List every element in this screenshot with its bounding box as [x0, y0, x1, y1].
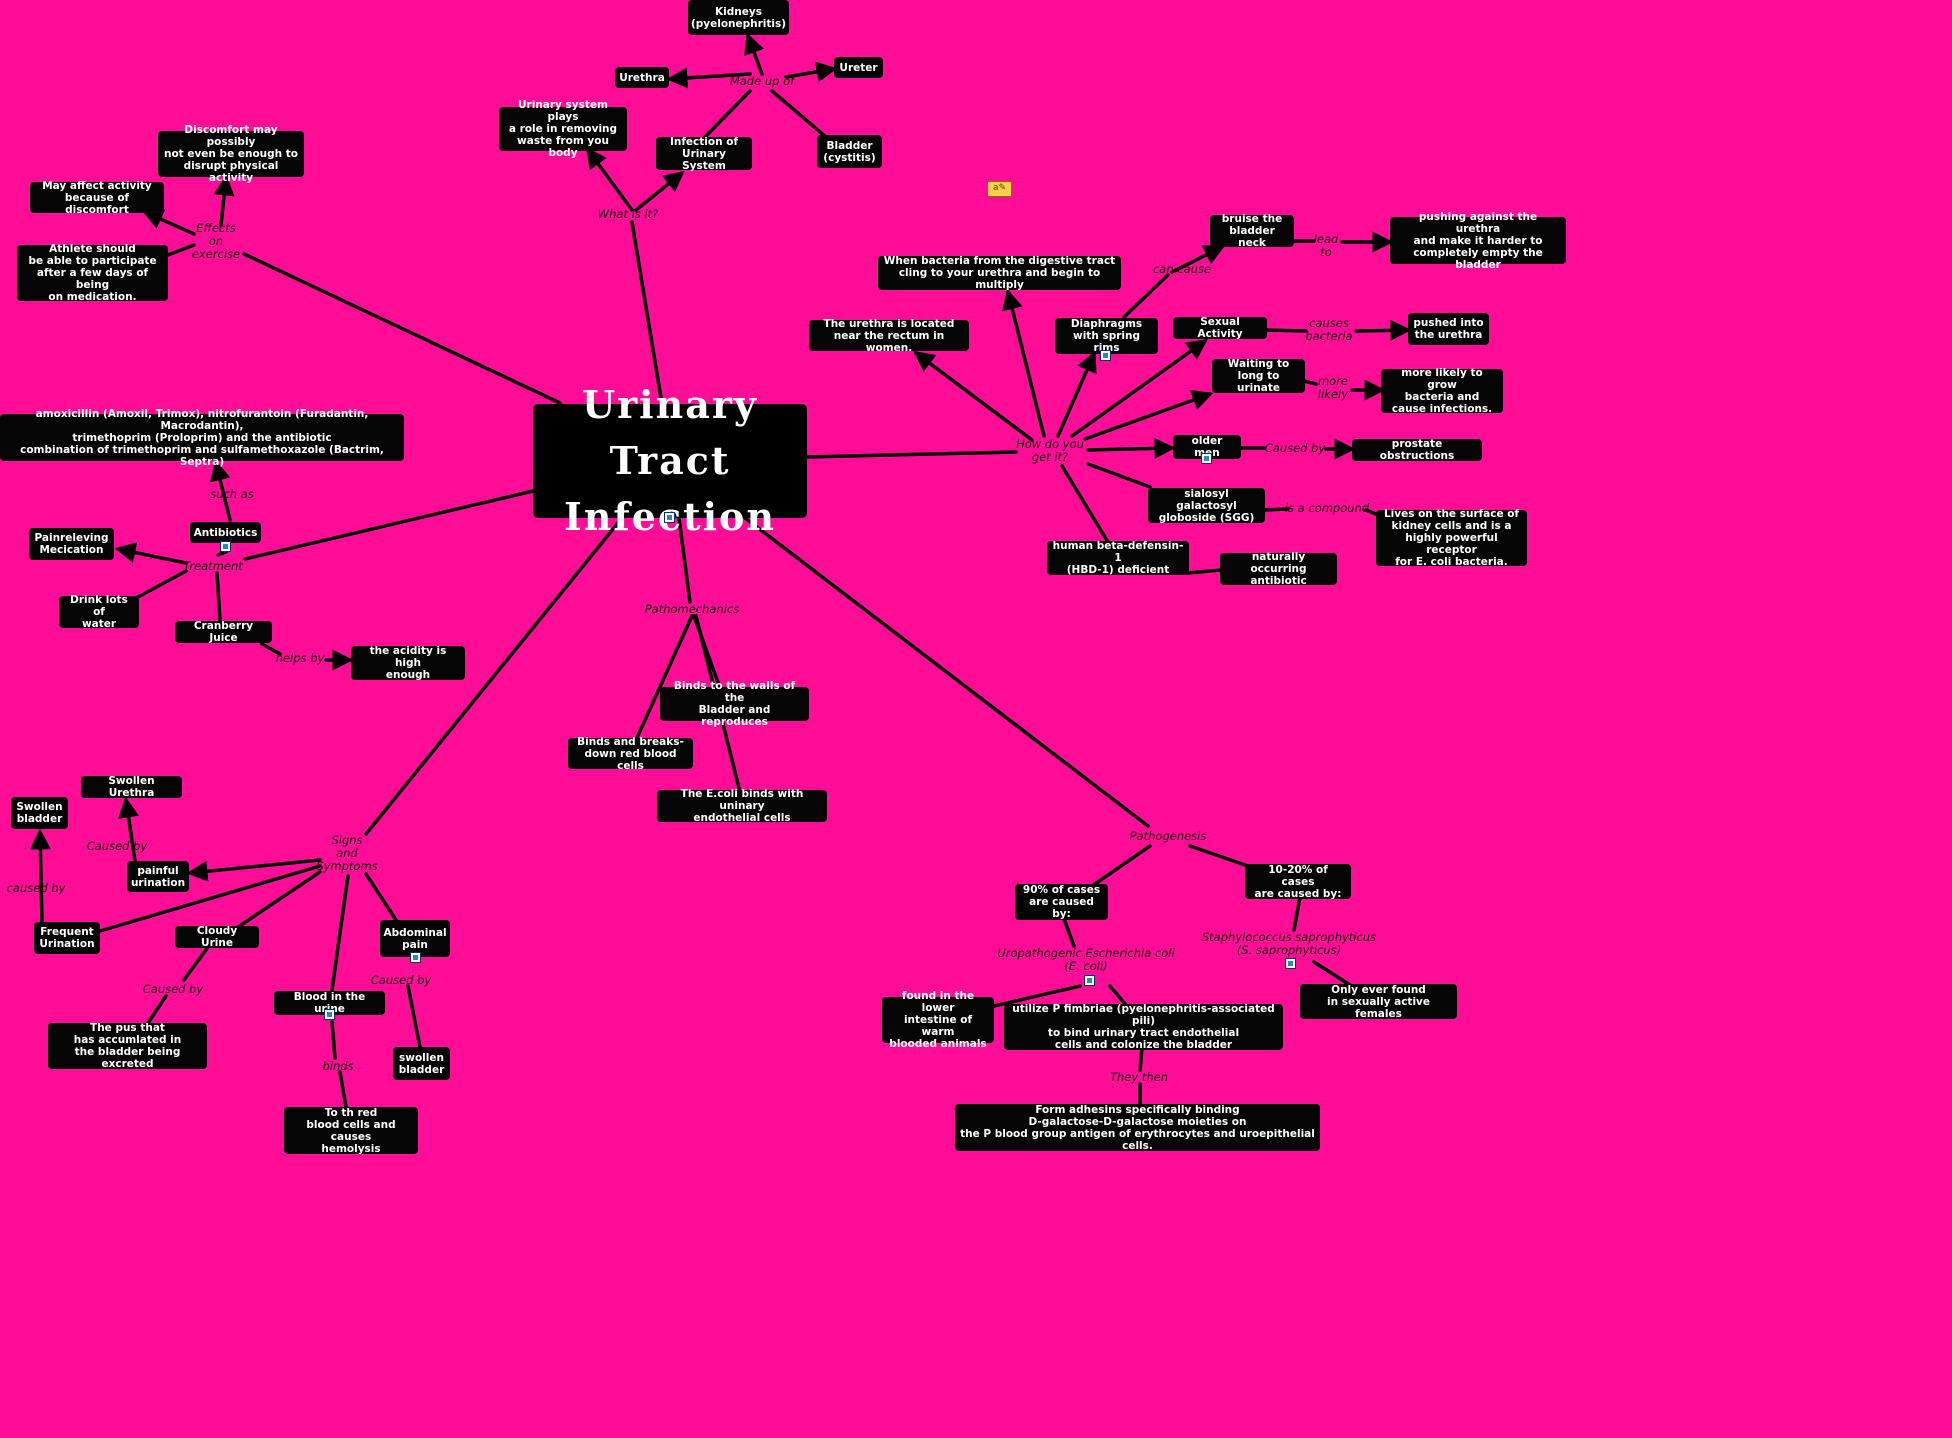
- node-abdominal-pain[interactable]: Abdominal pain: [380, 920, 450, 957]
- link-label-staphylococcus: Staphylococcus saprophyticus (S. saproph…: [1201, 930, 1377, 957]
- link-label-treatment: Treatment: [183, 558, 243, 573]
- link-label-pathomechanics: Pathomechanics: [644, 601, 740, 616]
- node-frequent-urination[interactable]: Frequent Urination: [34, 922, 100, 954]
- node-sgg[interactable]: sialosyl galactosyl globoside (SGG): [1148, 488, 1265, 524]
- link-label-caused-by-prostate: Caused by: [1264, 440, 1326, 455]
- link-label-caused-by-swollen-bladder-2: Caused by: [370, 972, 432, 987]
- link-label-binds: binds: [322, 1058, 354, 1073]
- link-label-more-likely: more likely: [1317, 373, 1349, 401]
- image-attachment-icon[interactable]: [1201, 453, 1212, 464]
- link-label-caused-by-pus: Caused by: [142, 981, 204, 996]
- node-10-20-percent-cases[interactable]: 10-20% of cases are caused by:: [1245, 864, 1351, 900]
- node-sexual-activity[interactable]: Sexual Activity: [1173, 316, 1267, 340]
- connector-lines: [29, 32, 1412, 1109]
- node-swollen-urethra[interactable]: Swollen Urethra: [81, 775, 182, 799]
- node-binds-bladder-walls[interactable]: Binds to the walls of the Bladder and re…: [660, 680, 809, 728]
- node-p-fimbriae[interactable]: utilize P fimbriae (pyelonephritis-assoc…: [1004, 1003, 1283, 1051]
- node-prostate-obstructions[interactable]: prostate obstructions: [1352, 438, 1482, 462]
- node-more-likely-grow-bacteria[interactable]: more likely to grow bacteria and cause i…: [1381, 367, 1503, 415]
- node-kidney-receptor[interactable]: Lives on the surface of kidney cells and…: [1376, 508, 1527, 568]
- link-label-caused-by-swollen-bladder: caused by: [6, 880, 66, 895]
- node-natural-antibiotic[interactable]: naturally occurring antibiotic: [1220, 551, 1337, 587]
- node-lower-intestine[interactable]: found in the lower intestine of warm blo…: [882, 990, 994, 1050]
- link-label-they-then: They then: [1109, 1069, 1168, 1084]
- link-label-can-cause: can cause: [1152, 261, 1212, 276]
- link-label-uropathogenic-ecoli: Uropathogenic Escherichia coli (E. coli): [997, 946, 1175, 973]
- node-form-adhesins[interactable]: Form adhesins specifically binding D-gal…: [955, 1104, 1320, 1152]
- link-label-signs-and-symptoms: Signs and Symptoms: [316, 832, 378, 873]
- central-topic-node[interactable]: Urinary Tract Infection: [533, 382, 807, 539]
- node-older-men[interactable]: older men: [1173, 435, 1241, 459]
- link-label-made-up-of: Made up of: [729, 73, 795, 88]
- node-cranberry-juice[interactable]: Cranberry Juice: [175, 620, 272, 644]
- node-antibiotic-list[interactable]: amoxicillin (Amoxil, Trimox), nitrofuran…: [0, 408, 404, 468]
- link-label-effects-on-exercise: Effects on exercise: [191, 220, 241, 261]
- node-kidneys[interactable]: Kidneys (pyelonephritis): [688, 0, 789, 35]
- node-sexually-active-females[interactable]: Only ever found in sexually active femal…: [1300, 984, 1457, 1020]
- node-pushed-into-urethra[interactable]: pushed into the urethra: [1408, 313, 1489, 345]
- node-bacteria-digestive-tract[interactable]: When bacteria from the digestive tract c…: [878, 255, 1121, 291]
- node-discomfort[interactable]: Discomfort may possibly not even be enou…: [158, 124, 304, 184]
- node-swollen-bladder-2[interactable]: swollen bladder: [393, 1047, 450, 1080]
- link-label-lead-to: lead to: [1313, 232, 1339, 259]
- node-ecoli-binds-endothelial[interactable]: The E.coli binds with uninary endothelia…: [657, 788, 827, 824]
- node-drink-water[interactable]: Drink lots of water: [59, 594, 139, 630]
- node-urinary-system-role[interactable]: Urinary system plays a role in removing …: [499, 99, 627, 159]
- node-ureter[interactable]: Ureter: [834, 57, 883, 78]
- node-painful-urination[interactable]: painful urination: [127, 861, 189, 892]
- image-attachment-icon[interactable]: [324, 1009, 335, 1020]
- node-antibiotics[interactable]: Antibiotics: [190, 522, 261, 543]
- node-swollen-bladder-1[interactable]: Swollen bladder: [11, 797, 68, 829]
- node-urethra[interactable]: Urethra: [615, 67, 669, 88]
- node-infection-of-urinary-system[interactable]: Infection of Urinary System: [656, 136, 752, 172]
- node-pus-excreted[interactable]: The pus that has accumlated in the bladd…: [48, 1022, 207, 1070]
- node-pushing-against-urethra[interactable]: pushing against the urethra and make it …: [1390, 211, 1566, 271]
- image-attachment-icon[interactable]: [664, 512, 675, 523]
- link-label-caused-by-swollen-urethra: Caused by: [86, 838, 148, 853]
- node-acidity[interactable]: the acidity is high enough: [351, 645, 465, 681]
- link-label-helps-by: helps by: [275, 650, 325, 665]
- node-hbd1-deficient[interactable]: human beta-defensin-1 (HBD-1) deficient: [1047, 540, 1189, 576]
- node-cloudy-urine[interactable]: Cloudy Urine: [175, 925, 259, 949]
- node-urethra-near-rectum[interactable]: The urethra is located near the rectum i…: [809, 318, 969, 354]
- node-diaphragms[interactable]: Diaphragms with spring rims: [1055, 318, 1158, 354]
- sticky-note-icon[interactable]: a✎: [987, 181, 1012, 197]
- image-attachment-icon[interactable]: [1100, 350, 1111, 361]
- image-attachment-icon[interactable]: [220, 541, 231, 552]
- node-bladder[interactable]: Bladder (cystitis): [817, 135, 882, 168]
- node-may-affect-activity[interactable]: May affect activity because of discomfor…: [30, 180, 164, 216]
- link-label-how-do-you-get-it: How do you get it?: [1016, 437, 1084, 464]
- node-painrelieving-medication[interactable]: Painreleving Mecication: [29, 528, 114, 560]
- link-label-causes-bacteria: causes bacteria: [1305, 315, 1353, 343]
- link-label-pathogenesis: Pathogenesis: [1129, 828, 1207, 843]
- node-hemolysis[interactable]: To th red blood cells and causes hemolys…: [284, 1107, 418, 1155]
- node-athlete-participate[interactable]: Athlete should be able to participate af…: [17, 243, 168, 303]
- node-bruise-bladder-neck[interactable]: bruise the bladder neck: [1210, 213, 1294, 249]
- link-label-what-is-it: What is it?: [597, 206, 659, 221]
- image-attachment-icon[interactable]: [1084, 975, 1095, 986]
- node-binds-red-blood-cells[interactable]: Binds and breaks- down red blood cells: [568, 736, 693, 772]
- link-label-is-a-compound: is a compound: [1284, 500, 1370, 515]
- node-waiting-to-urinate[interactable]: Waiting to long to urinate: [1212, 358, 1305, 394]
- link-label-such-as: such as: [210, 486, 254, 501]
- node-90-percent-cases[interactable]: 90% of cases are caused by:: [1015, 884, 1108, 920]
- image-attachment-icon[interactable]: [1285, 958, 1296, 969]
- image-attachment-icon[interactable]: [410, 952, 421, 963]
